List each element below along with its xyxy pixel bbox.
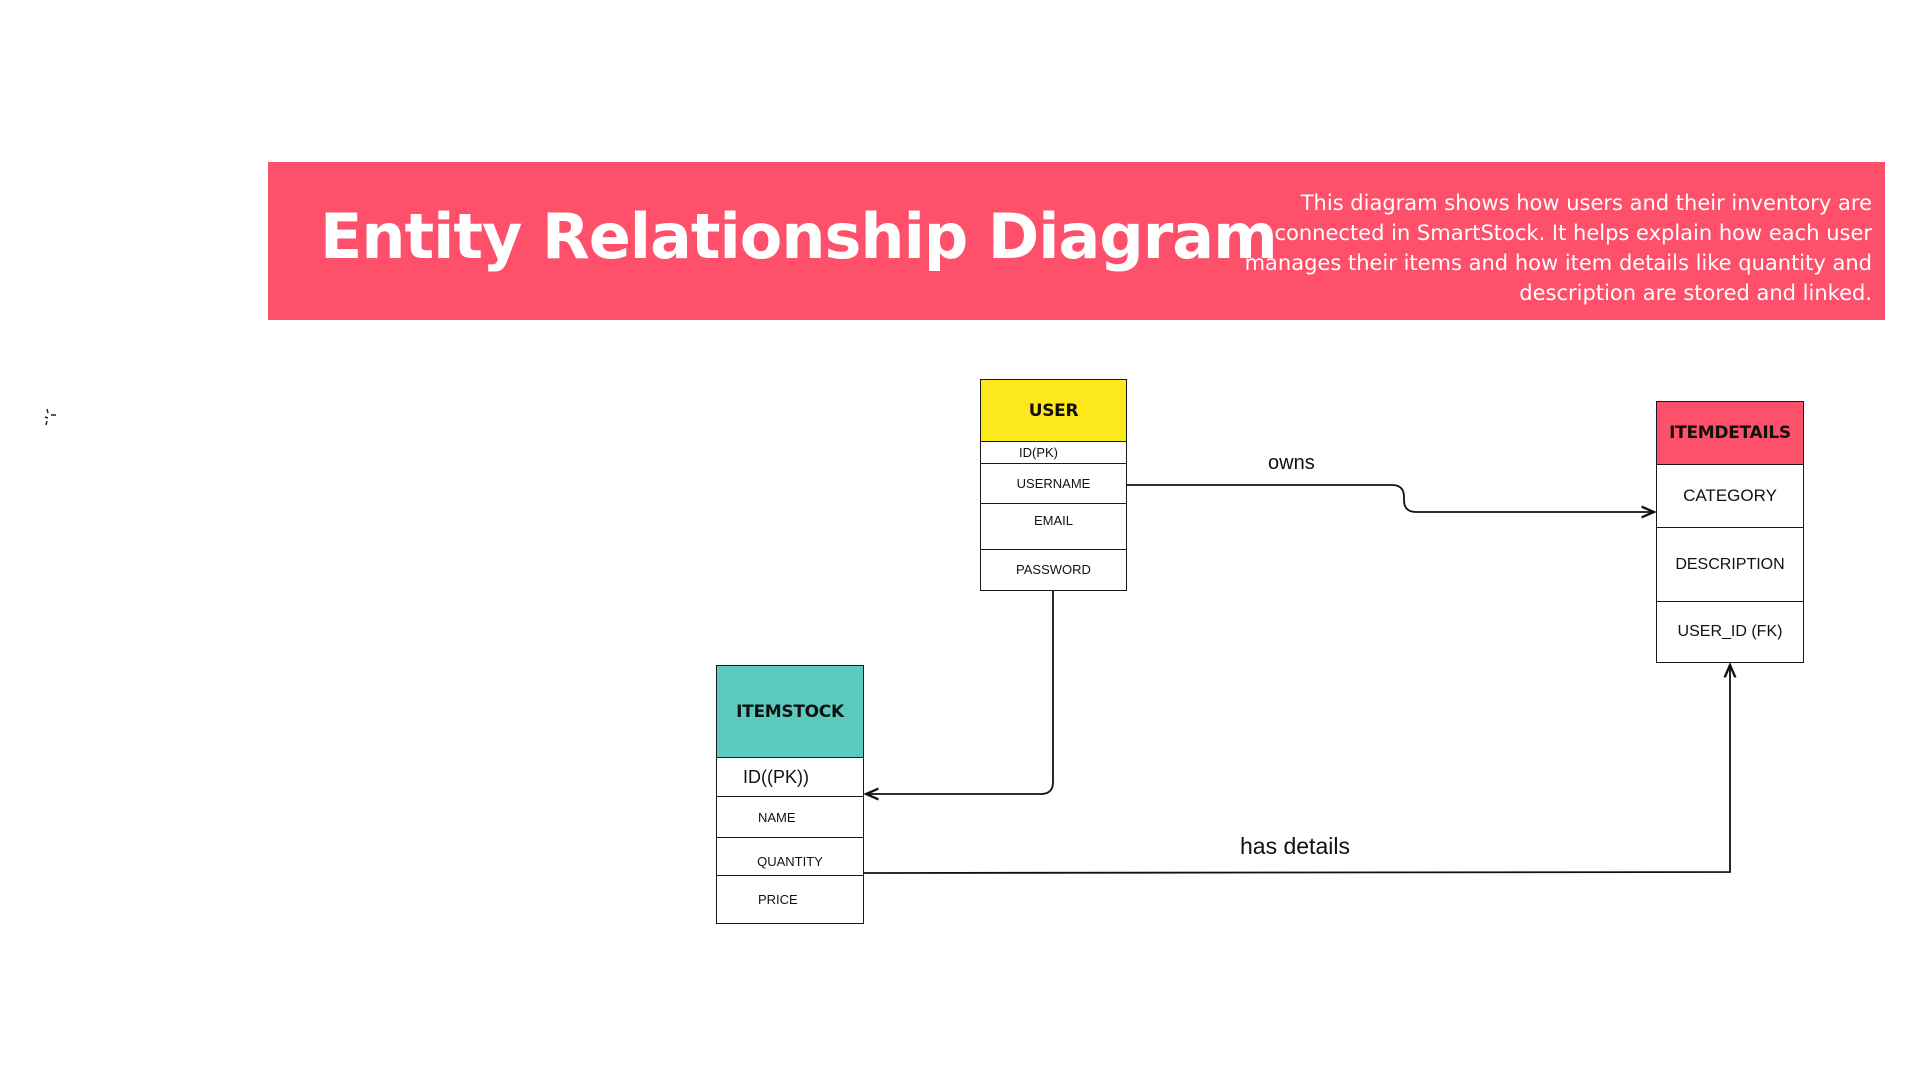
entity-field: ID(PK) <box>981 442 1126 464</box>
title-banner: Entity Relationship Diagram This diagram… <box>268 162 1885 320</box>
entity-name: ITEMDETAILS <box>1657 402 1803 465</box>
entity-field: NAME <box>717 797 863 838</box>
entity-field: CATEGORY <box>1657 465 1803 528</box>
entity-field: DESCRIPTION <box>1657 528 1803 602</box>
entity-field: ID((PK)) <box>717 758 863 797</box>
itemdetails-entity: ITEMDETAILS CATEGORY DESCRIPTION USER_ID… <box>1656 401 1804 663</box>
entity-field: PASSWORD <box>1016 562 1091 577</box>
user-entity: USER ID(PK) USERNAME EMAIL PASSWORD <box>980 379 1127 591</box>
relationship-label-has-details: has details <box>1240 833 1350 859</box>
owns-connector <box>1127 484 1654 512</box>
diagram-description: This diagram shows how users and their i… <box>1244 191 1872 305</box>
entity-field: EMAIL <box>981 504 1126 550</box>
relationship-label-owns: owns <box>1268 452 1315 474</box>
loading-spinner-icon <box>43 407 59 427</box>
has-details-connector <box>863 665 1730 874</box>
entity-field: USERNAME <box>981 464 1126 504</box>
page-title: Entity Relationship Diagram <box>320 200 1278 273</box>
entity-name: USER <box>981 380 1126 442</box>
itemstock-entity: ITEMSTOCK ID((PK)) NAME QUANTITY PRICE <box>716 665 864 924</box>
entity-field: QUANTITY <box>717 838 863 876</box>
user-itemstock-connector <box>866 591 1054 794</box>
entity-field: PRICE <box>758 892 798 907</box>
entity-name: ITEMSTOCK <box>717 666 863 758</box>
entity-field: USER_ID (FK) <box>1677 623 1783 640</box>
